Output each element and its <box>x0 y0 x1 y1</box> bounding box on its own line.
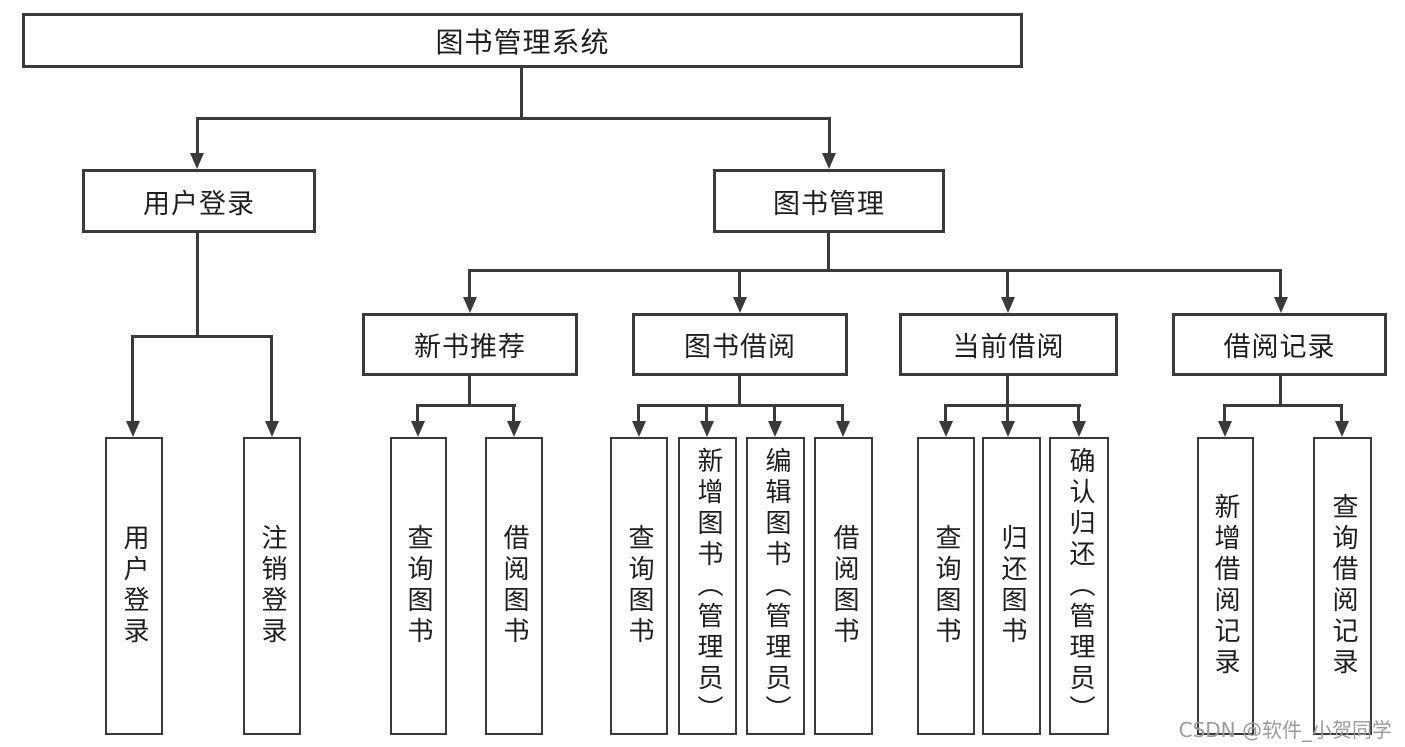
leaf-return-book: 归还图书 <box>982 437 1041 735</box>
arrowhead-group2-leaf-0 <box>939 421 953 437</box>
connector-drop-leaf-user-login <box>131 335 134 425</box>
arrowhead-group3-leaf-0 <box>1218 421 1232 437</box>
arrowhead-group1-leaf-1 <box>700 421 714 437</box>
connector-level2-rail <box>468 269 1282 272</box>
leaf-user-login: 用户登录 <box>105 437 163 735</box>
leaf-add-book-admin: 新增图书（管理员） <box>678 437 737 735</box>
leaf-query-borrow-record: 查询借阅记录 <box>1313 437 1372 735</box>
leaf-logout: 注销登录 <box>243 437 301 735</box>
node-root-title: 图书管理系统 <box>22 13 1023 68</box>
node-new-book-recommend: 新书推荐 <box>362 313 578 376</box>
arrowhead-group3-leaf-1 <box>1335 421 1349 437</box>
arrowhead-current-borrowing <box>1001 297 1015 313</box>
node-current-borrowing: 当前借阅 <box>899 313 1118 376</box>
connector-group3-drop-0 <box>1223 404 1226 424</box>
connector-drop-current-borrowing <box>1006 269 1009 300</box>
connector-group2-trunk <box>1006 376 1009 425</box>
connector-book-management-trunk <box>827 233 830 272</box>
arrowhead-group1-leaf-2 <box>768 421 782 437</box>
arrowhead-new-book-recommend <box>463 297 477 313</box>
leaf-confirm-return-admin: 确认归还（管理员） <box>1049 437 1109 735</box>
connector-group3-trunk <box>1279 376 1282 407</box>
leaf-edit-book-admin: 编辑图书（管理员） <box>746 437 805 735</box>
connector-drop-book-borrowing <box>738 269 741 300</box>
arrowhead-group0-leaf-1 <box>507 421 521 437</box>
connector-group1-drop-3 <box>841 404 844 424</box>
arrowhead-group1-leaf-3 <box>836 421 850 437</box>
arrowhead-user-login <box>190 153 204 169</box>
connector-group0-drop-1 <box>512 404 515 424</box>
leaf-borrow-books: 借阅图书 <box>814 437 873 735</box>
arrowhead-group2-leaf-1 <box>1001 421 1015 437</box>
arrowhead-group0-leaf-0 <box>411 421 425 437</box>
connector-group1-drop-0 <box>637 404 640 424</box>
connector-drop-user-login <box>196 117 199 157</box>
connector-user-login-rail <box>131 335 273 338</box>
leaf-query-books-borrowing: 查询图书 <box>610 437 668 735</box>
connector-group0-trunk <box>468 376 471 407</box>
connector-group0-drop-0 <box>416 404 419 424</box>
leaf-add-borrow-record: 新增借阅记录 <box>1197 437 1254 735</box>
node-book-management: 图书管理 <box>713 169 945 233</box>
connector-root-trunk <box>520 66 523 119</box>
connector-group1-trunk <box>738 376 741 407</box>
connector-group2-drop-0 <box>944 404 947 424</box>
connector-group2-rail <box>944 404 1081 407</box>
node-book-borrowing: 图书借阅 <box>632 313 848 376</box>
connector-group1-drop-2 <box>773 404 776 424</box>
leaf-query-books-current: 查询图书 <box>917 437 975 735</box>
connector-group2-drop-2 <box>1077 404 1080 424</box>
connector-drop-book-management <box>828 117 831 157</box>
connector-group1-drop-1 <box>705 404 708 424</box>
connector-group1-rail <box>637 404 844 407</box>
arrowhead-group1-leaf-0 <box>632 421 646 437</box>
connector-drop-borrowing-records <box>1279 269 1282 300</box>
node-borrowing-records: 借阅记录 <box>1172 313 1387 376</box>
csdn-watermark: CSDN @软件_小贺同学 <box>1178 718 1392 742</box>
arrowhead-borrowing-records <box>1274 297 1288 313</box>
connector-group0-rail <box>416 404 516 407</box>
connector-level1-rail <box>196 117 831 120</box>
leaf-query-books-recommend: 查询图书 <box>390 437 447 735</box>
connector-group3-drop-1 <box>1340 404 1343 424</box>
connector-drop-leaf-logout <box>270 335 273 425</box>
node-user-login: 用户登录 <box>82 169 316 233</box>
connector-drop-new-book-recommend <box>468 269 471 300</box>
arrowhead-leaf-user-login <box>126 421 140 437</box>
connector-user-login-trunk <box>196 233 199 337</box>
arrowhead-book-management <box>822 153 836 169</box>
connector-group3-rail <box>1223 404 1343 407</box>
arrowhead-book-borrowing <box>733 297 747 313</box>
leaf-borrow-books-recommend: 借阅图书 <box>485 437 543 735</box>
arrowhead-leaf-logout <box>265 421 279 437</box>
arrowhead-group2-leaf-2 <box>1072 421 1086 437</box>
